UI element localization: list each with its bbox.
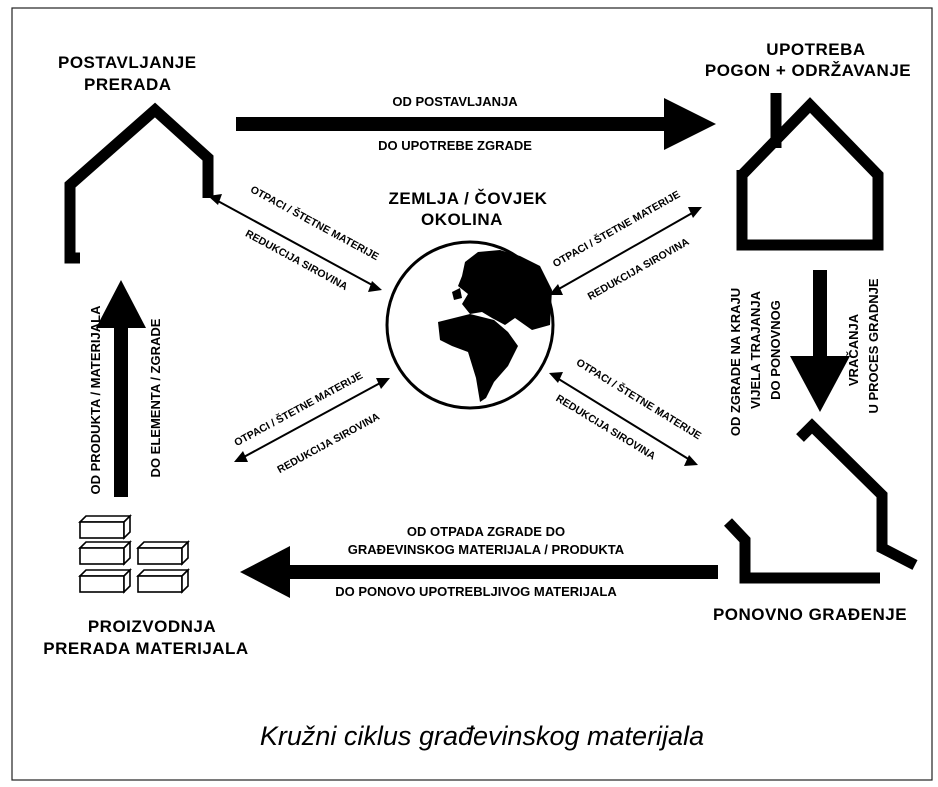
flow-arrow-bottom (240, 546, 718, 598)
usage-label-line1: UPOTREBA (766, 40, 865, 59)
exchange-arrow-top-right (549, 207, 702, 295)
production-label-line1: PROIZVODNJA (88, 617, 216, 636)
flow-arrow-right (790, 270, 850, 412)
flow-top-label-line1: OD POSTAVLJANJA (392, 94, 518, 109)
usage-house-icon (736, 93, 884, 251)
flow-right-label-line4: VRAČANJA (846, 313, 861, 386)
exchange-arrow-bottom-right (549, 372, 698, 466)
exchange-top-right-reduction: REDUKCIJA SIROVINA (586, 236, 692, 303)
flow-bottom-label-line1: OD OTPADA ZGRADE DO (407, 524, 565, 539)
frame (11, 7, 933, 781)
flow-left-label-line2: DO ELEMENTA / ZGRADE (148, 318, 163, 477)
center-label-line1: ZEMLJA / ČOVJEK (389, 189, 548, 208)
production-label-line2: PRERADA MATERIJALA (43, 639, 248, 658)
rebuilding-house-icon (724, 418, 918, 584)
earth-globe-icon (385, 240, 555, 410)
installation-label-line1: POSTAVLJANJE (58, 53, 197, 72)
flow-right-label-line3: DO PONOVNOG (768, 300, 783, 400)
exchange-bottom-left-reduction: REDUKCIJA SIROVINA (275, 411, 382, 476)
flow-right-label-line5: U PROCES GRADNJE (866, 278, 881, 413)
installation-house-icon (64, 102, 214, 264)
flow-arrow-top (236, 98, 716, 150)
exchange-arrow-bottom-left (234, 378, 390, 462)
center-label-line2: OKOLINA (421, 210, 503, 229)
installation-label-line2: PRERADA (84, 75, 172, 94)
diagram-caption: Kružni ciklus građevinskog materijala (260, 721, 704, 751)
flow-bottom-label-line2: GRAĐEVINSKOG MATERIJALA / PRODUKTA (348, 542, 625, 557)
exchange-arrow-top-left (208, 194, 382, 292)
flow-right-label-line2: VIJELA TRAJANJA (748, 290, 763, 409)
usage-label-line2: POGON + ODRŽAVANJE (705, 61, 911, 80)
flow-left-label-line1: OD PRODUKTA / MATERIJALA (88, 305, 103, 495)
flow-arrow-left (96, 280, 146, 497)
flow-right-label-line1: OD ZGRADE NA KRAJU (728, 288, 743, 436)
bricks-icon (78, 514, 190, 594)
flow-top-label-line2: DO UPOTREBE ZGRADE (378, 138, 532, 153)
rebuilding-label: PONOVNO GRAĐENJE (713, 605, 907, 624)
flow-bottom-label-line3: DO PONOVO UPOTREBLJIVOG MATERIJALA (335, 584, 617, 599)
